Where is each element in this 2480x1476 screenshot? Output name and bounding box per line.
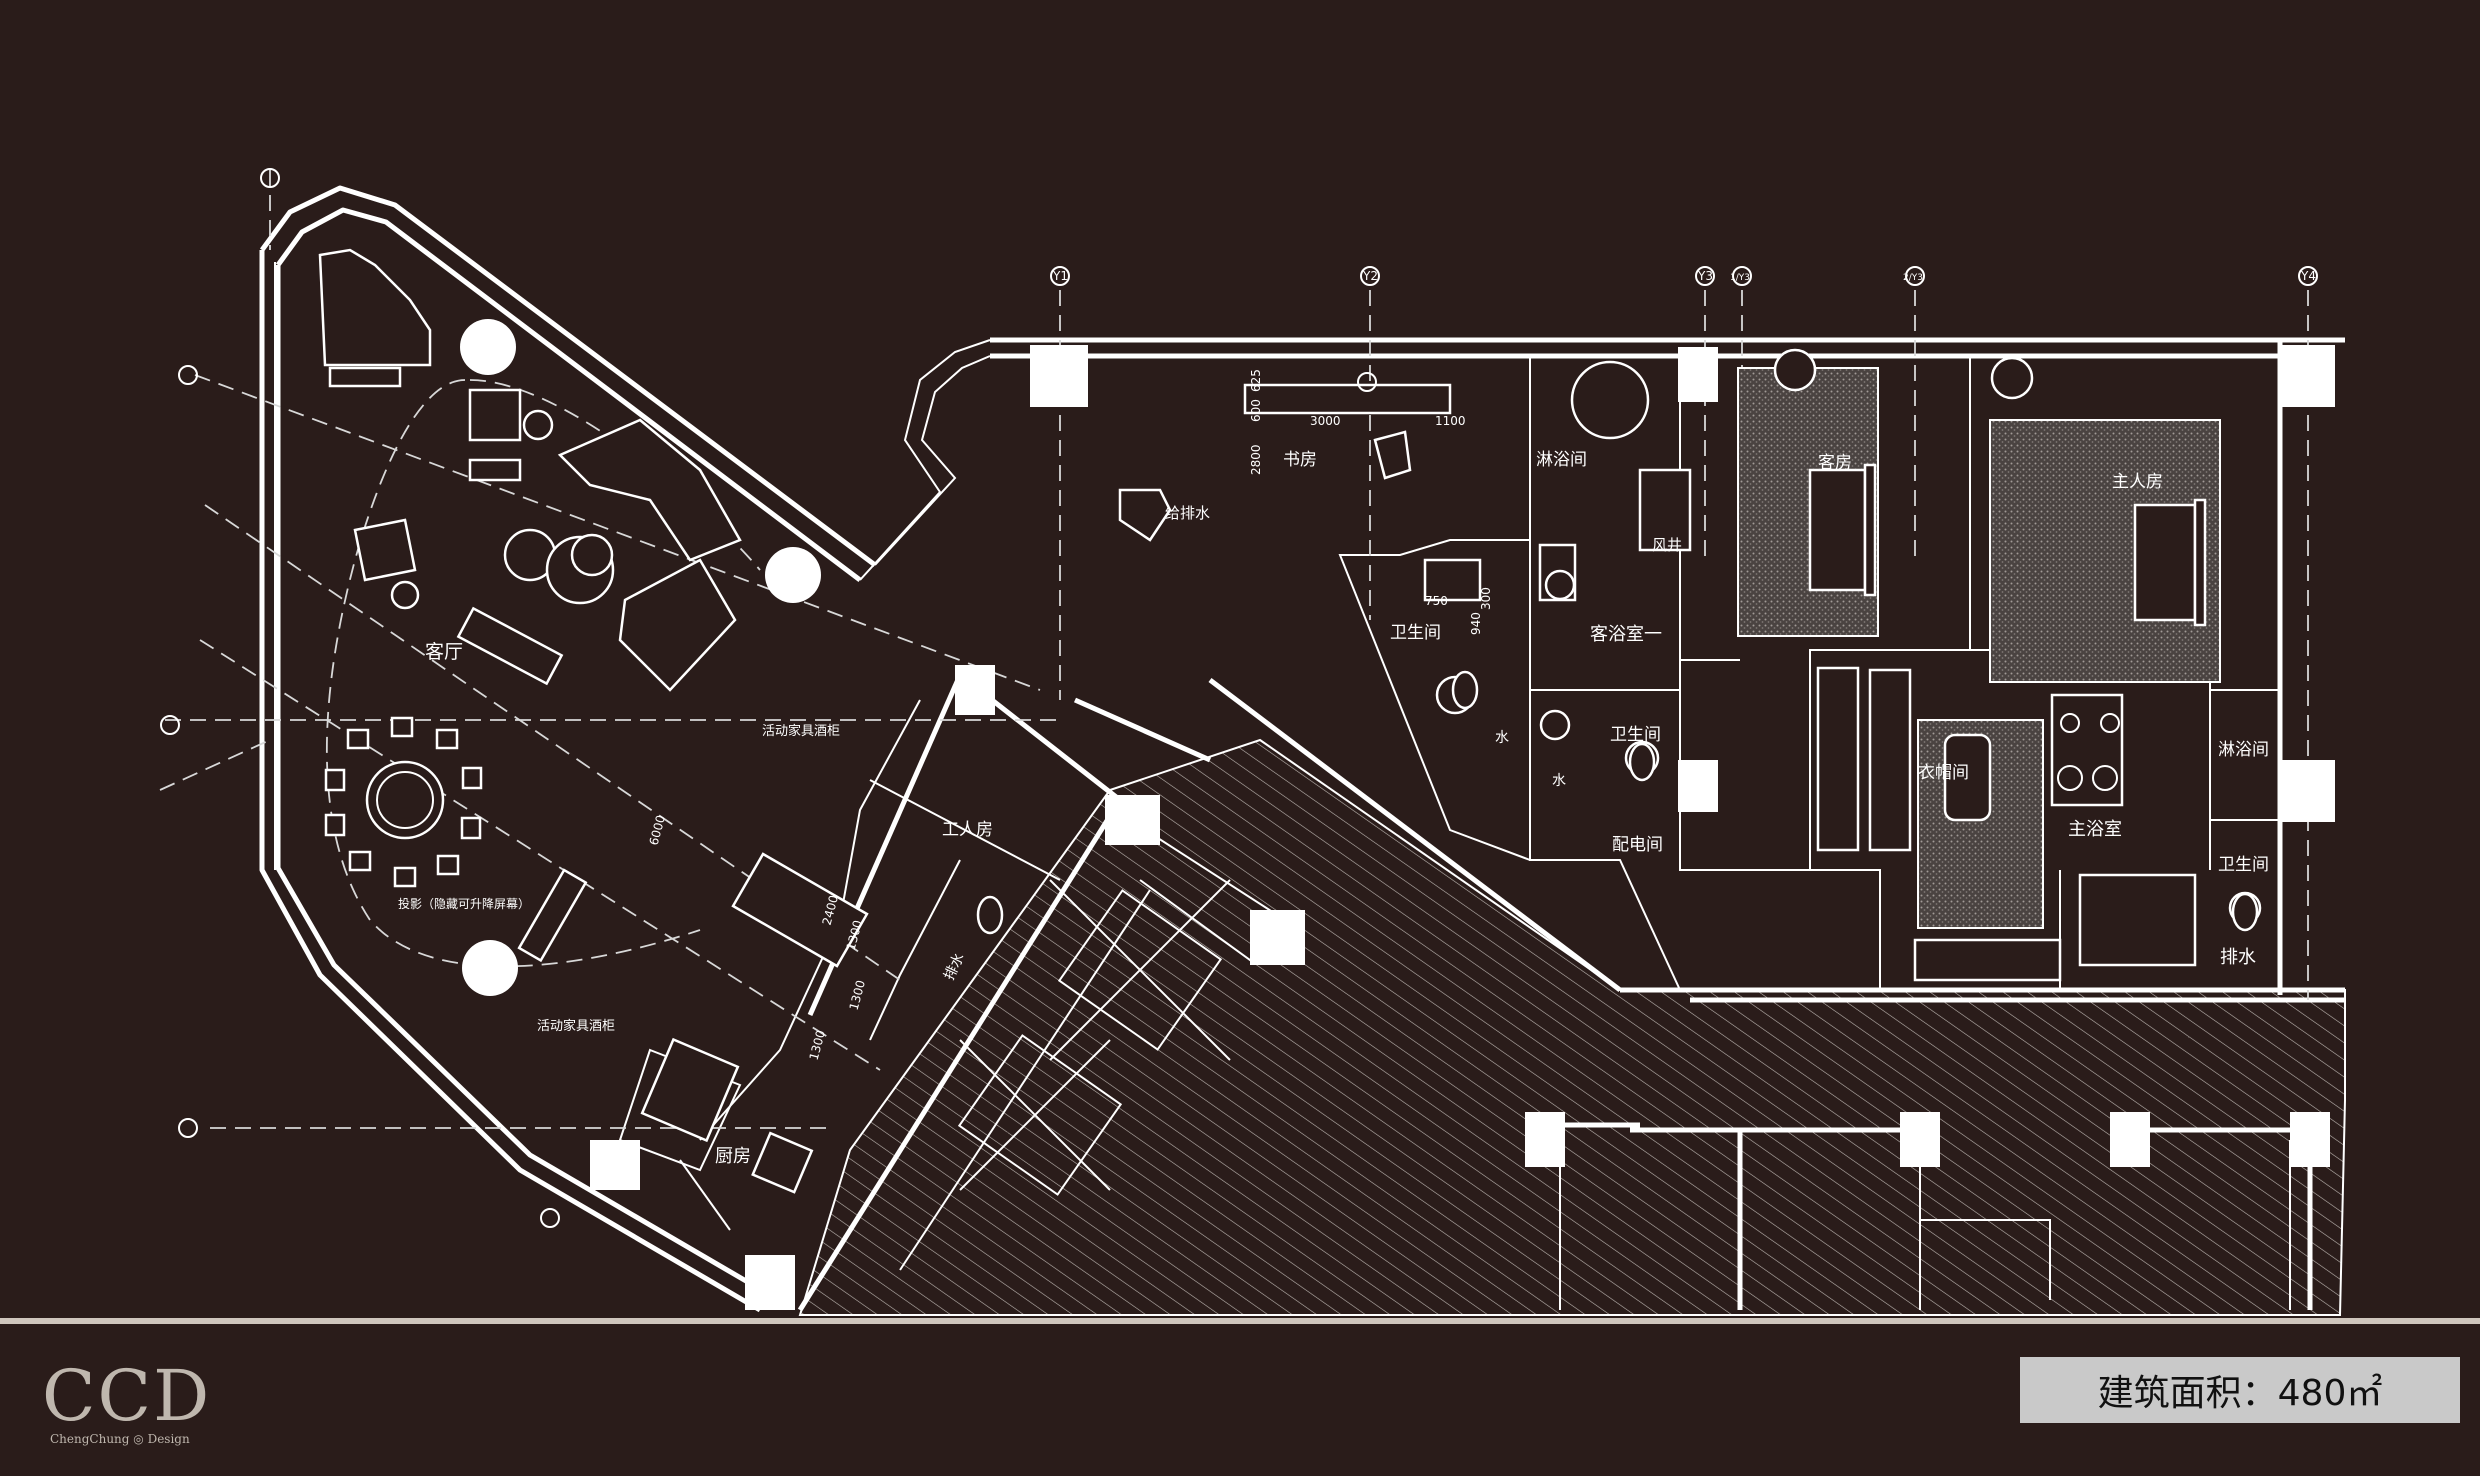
dim-750: 750 xyxy=(1425,594,1448,608)
dim-625: 625 xyxy=(1249,369,1263,392)
room-label-study: 书房 xyxy=(1283,450,1317,470)
elevator-shafts xyxy=(957,879,1231,1196)
room-label-projection: 投影（隐藏可升降屏幕） xyxy=(398,896,530,911)
grid-labels: Y1 Y2 Y3 1/Y3 2/Y3 Y4 xyxy=(1052,269,2316,283)
room-label-toilet-left: 卫生间 xyxy=(1390,623,1441,643)
room-label-water-supply: 给排水 xyxy=(1165,504,1210,522)
room-label-master-bath: 主浴室 xyxy=(2068,819,2122,840)
dim-1300-c: 1300 xyxy=(807,1029,828,1062)
right-wing-walls xyxy=(990,337,2345,1003)
grid-label-y3: Y3 xyxy=(1697,269,1713,283)
grid-bubbles xyxy=(160,168,2318,1228)
dim-300: 300 xyxy=(1479,587,1493,610)
left-wing-walls xyxy=(259,185,991,1313)
room-label-guest-room: 客房 xyxy=(1818,453,1852,473)
dim-3000: 3000 xyxy=(1310,414,1341,428)
logo-main-text: CCD xyxy=(42,1355,212,1437)
dim-1300-b: 1300 xyxy=(847,979,868,1012)
grid-label-1y3: 1/Y3 xyxy=(1730,273,1750,283)
room-label-living: 客厅 xyxy=(425,641,463,663)
dining-chairs xyxy=(324,716,483,888)
dim-1100: 1100 xyxy=(1435,414,1466,428)
room-label-master-shower: 淋浴间 xyxy=(2218,740,2269,760)
dim-6000: 6000 xyxy=(647,814,668,847)
dim-940: 940 xyxy=(1469,612,1483,635)
building-area-label: 建筑面积：480㎡ xyxy=(2020,1357,2460,1423)
room-label-master-room: 主人房 xyxy=(2112,472,2163,492)
logo-sub-text: ChengChung ◎ Design xyxy=(50,1432,190,1446)
grid-label-y1: Y1 xyxy=(1052,269,1068,283)
structural-columns xyxy=(460,319,2335,1310)
dim-2800: 2800 xyxy=(1249,444,1263,475)
room-label-shower: 淋浴间 xyxy=(1536,450,1587,470)
room-label-drain-mid: 排水 xyxy=(941,951,967,983)
room-labels: 客厅 书房 客房 主人房 淋浴间 客浴室一 卫生间 卫生间 卫生间 风井 给排水… xyxy=(398,450,2269,1167)
floor-plan: Y1 Y2 Y3 1/Y3 2/Y3 Y4 3000 1100 2800 130… xyxy=(159,168,2346,1316)
grid-label-y2: Y2 xyxy=(1362,269,1378,283)
room-label-toilet-right: 卫生间 xyxy=(2218,855,2269,875)
room-label-wardrobe: 衣帽间 xyxy=(1918,763,1969,783)
grid-label-y4: Y4 xyxy=(2300,269,2316,283)
room-label-guest-bath-1: 客浴室一 xyxy=(1590,624,1662,645)
room-label-water-mid: 水 xyxy=(1552,773,1566,789)
room-label-kitchen: 厨房 xyxy=(715,1146,751,1167)
room-label-worker-room: 工人房 xyxy=(942,820,993,840)
room-label-cabinet-top: 活动家具酒柜 xyxy=(762,723,840,739)
room-label-water-left: 水 xyxy=(1495,730,1509,746)
ccd-logo: CCD ChengChung ◎ Design xyxy=(42,1358,252,1448)
room-label-wind-shaft: 风井 xyxy=(1652,536,1682,554)
dim-600: 600 xyxy=(1249,399,1263,422)
furniture xyxy=(318,248,2262,1194)
room-label-toilet-mid: 卫生间 xyxy=(1610,725,1661,745)
room-label-cabinet-bottom: 活动家具酒柜 xyxy=(537,1018,615,1034)
grid-label-2y3: 2/Y3 xyxy=(1903,273,1923,283)
room-label-drain-right: 排水 xyxy=(2220,947,2256,968)
room-label-power-room: 配电间 xyxy=(1612,835,1663,855)
footer-divider xyxy=(0,1318,2480,1324)
